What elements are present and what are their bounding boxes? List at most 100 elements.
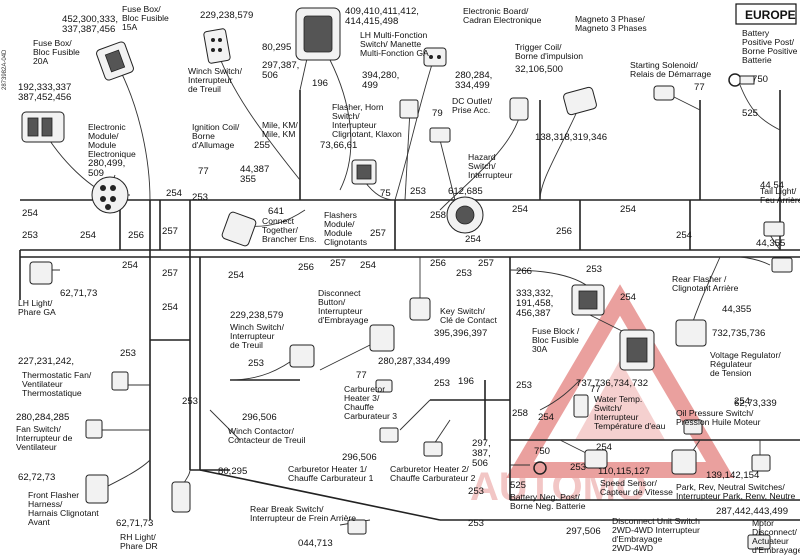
callout-line: Interrupteur	[332, 120, 377, 130]
regulator-plug-connector	[675, 319, 707, 347]
callout-line: 253	[456, 268, 472, 279]
disconnect-button-connector	[369, 324, 395, 352]
callout-n253-m1: 253	[456, 268, 472, 279]
water-temp-connector	[573, 394, 589, 418]
callout-n044713: 044,713	[298, 538, 333, 549]
side-code: 2873982A-04D	[2, 49, 8, 90]
callout-trigger: Trigger Coil/Borne d'impulsion	[515, 42, 583, 61]
callout-flasher-nums: 73,66,61	[320, 140, 357, 151]
flasher-relay-connector	[429, 127, 451, 143]
callout-n254-l3: 254	[166, 188, 183, 199]
callout-line: 253	[120, 348, 136, 359]
callout-line: Clignotant, Klaxon	[332, 129, 402, 139]
callout-line: 20A	[33, 56, 49, 66]
callout-line: Capteur de Vitesse	[600, 487, 673, 497]
callout-line: 227,231,242,	[18, 356, 74, 367]
fan-switch-connector	[85, 419, 103, 439]
callout-n254-r4: 254	[734, 396, 751, 407]
callout-line: Battery	[742, 28, 770, 38]
callout-n227: 227,231,242,	[18, 356, 74, 367]
callout-line: Cadran Electronique	[463, 15, 542, 25]
callout-line: Carburateur 3	[344, 411, 397, 421]
callout-n256d: 256	[430, 258, 446, 269]
callout-line: 254	[166, 188, 183, 199]
callout-n253-c6: 253	[570, 462, 586, 473]
motor-disconnect-connector	[747, 534, 771, 550]
callout-line: 253	[468, 518, 484, 529]
callout-line: Interrupteur	[230, 331, 275, 341]
callout-line: 62,73,339	[734, 398, 777, 409]
callout-winch-top-nums: 229,238,579	[200, 10, 253, 21]
callout-n280284: 280,284,285	[16, 412, 69, 423]
callout-line: 2WD-4WD	[612, 543, 653, 553]
callout-line: 355	[240, 174, 256, 185]
callout-line: Ventilateur	[22, 379, 63, 389]
callout-n280c: 280,287,334,499	[378, 356, 450, 367]
lh-multi-function-connector	[423, 47, 447, 67]
callout-line: 191,458,	[516, 298, 553, 309]
fuse-box-15a-connector	[96, 41, 134, 81]
callout-hazard-nums: 612,685	[448, 186, 483, 197]
rear-brake-switch-connector	[347, 519, 367, 535]
callout-line: Module/	[324, 219, 355, 229]
battery-negative-ring	[533, 461, 547, 475]
callout-line: 196	[458, 376, 474, 387]
callout-line: 280,284,	[455, 70, 492, 81]
callout-n525b: 525	[510, 480, 526, 491]
callout-line: 77	[694, 82, 705, 93]
callout-n77c: 77	[356, 370, 367, 381]
callout-line: 387,452,456	[18, 92, 71, 103]
callout-line: 394,280,	[362, 70, 399, 81]
callout-line: Flasher, Horn	[332, 102, 384, 112]
callout-line: Park, Rev, Neutral Switches/	[676, 482, 785, 492]
callout-n253-c4: 253	[516, 380, 532, 391]
callout-line: Carburetor	[344, 384, 385, 394]
callout-line: 258	[430, 210, 446, 221]
callout-line: 229,238,579	[200, 10, 253, 21]
callout-line: Harnais Clignotant	[28, 508, 99, 518]
callout-line: Phare GA	[18, 307, 56, 317]
park-rev-neutral-connector	[671, 449, 697, 475]
callout-n44355b: 44,355	[722, 304, 751, 315]
callout-line: Disconnect/	[752, 527, 798, 537]
callout-line: 409,410,411,412,	[345, 6, 419, 17]
callout-line: 280,287,334,499	[378, 356, 450, 367]
callout-n258a: 258	[430, 210, 446, 221]
callout-line: 256	[128, 230, 144, 241]
callout-line: 737,736,734,732	[576, 378, 648, 389]
callout-line: Bloc Fusible	[532, 335, 579, 345]
callout-n229b: 229,238,579	[230, 310, 283, 321]
callout-n254-c1: 254	[162, 302, 179, 313]
callout-line: Batterie	[742, 55, 772, 65]
ignition-coil-connector	[221, 211, 257, 247]
callout-line: d'Embrayage	[612, 534, 663, 544]
callout-line: Carburetor Heater 1/	[288, 464, 367, 474]
carburetor-heater-3-connector	[375, 379, 393, 393]
callout-carb2: Carburetor Heater 2/Chauffe Carburateur …	[390, 464, 476, 483]
callout-n253-r1: 253	[586, 264, 602, 275]
thermostatic-fan-connector	[111, 371, 129, 391]
callout-line: 258	[512, 408, 528, 419]
callout-line: Positive Post/	[742, 37, 795, 47]
callout-line: 253	[192, 192, 208, 203]
speed-sensor-connector	[584, 449, 608, 469]
callout-line: 253	[182, 396, 198, 407]
fuse-box-20a-connector	[21, 111, 65, 143]
callout-n750b: 750	[534, 446, 550, 457]
callout-line: 395,396,397	[434, 328, 487, 339]
callout-n750a: 750	[752, 74, 768, 85]
callout-n62727: 62,72,73	[18, 472, 55, 483]
callout-line: Interrupteur	[318, 306, 363, 316]
callout-n254-r2: 254	[676, 230, 693, 241]
callout-line: Starting Solenoid/	[630, 60, 698, 70]
oil-pressure-connector	[683, 419, 703, 435]
callout-n394: 394,280,499	[362, 70, 399, 91]
rh-light-connector	[171, 481, 191, 513]
callout-line: Electronic	[88, 122, 126, 132]
callout-starting: Starting Solenoid/Relais de Démarrage	[630, 60, 711, 79]
